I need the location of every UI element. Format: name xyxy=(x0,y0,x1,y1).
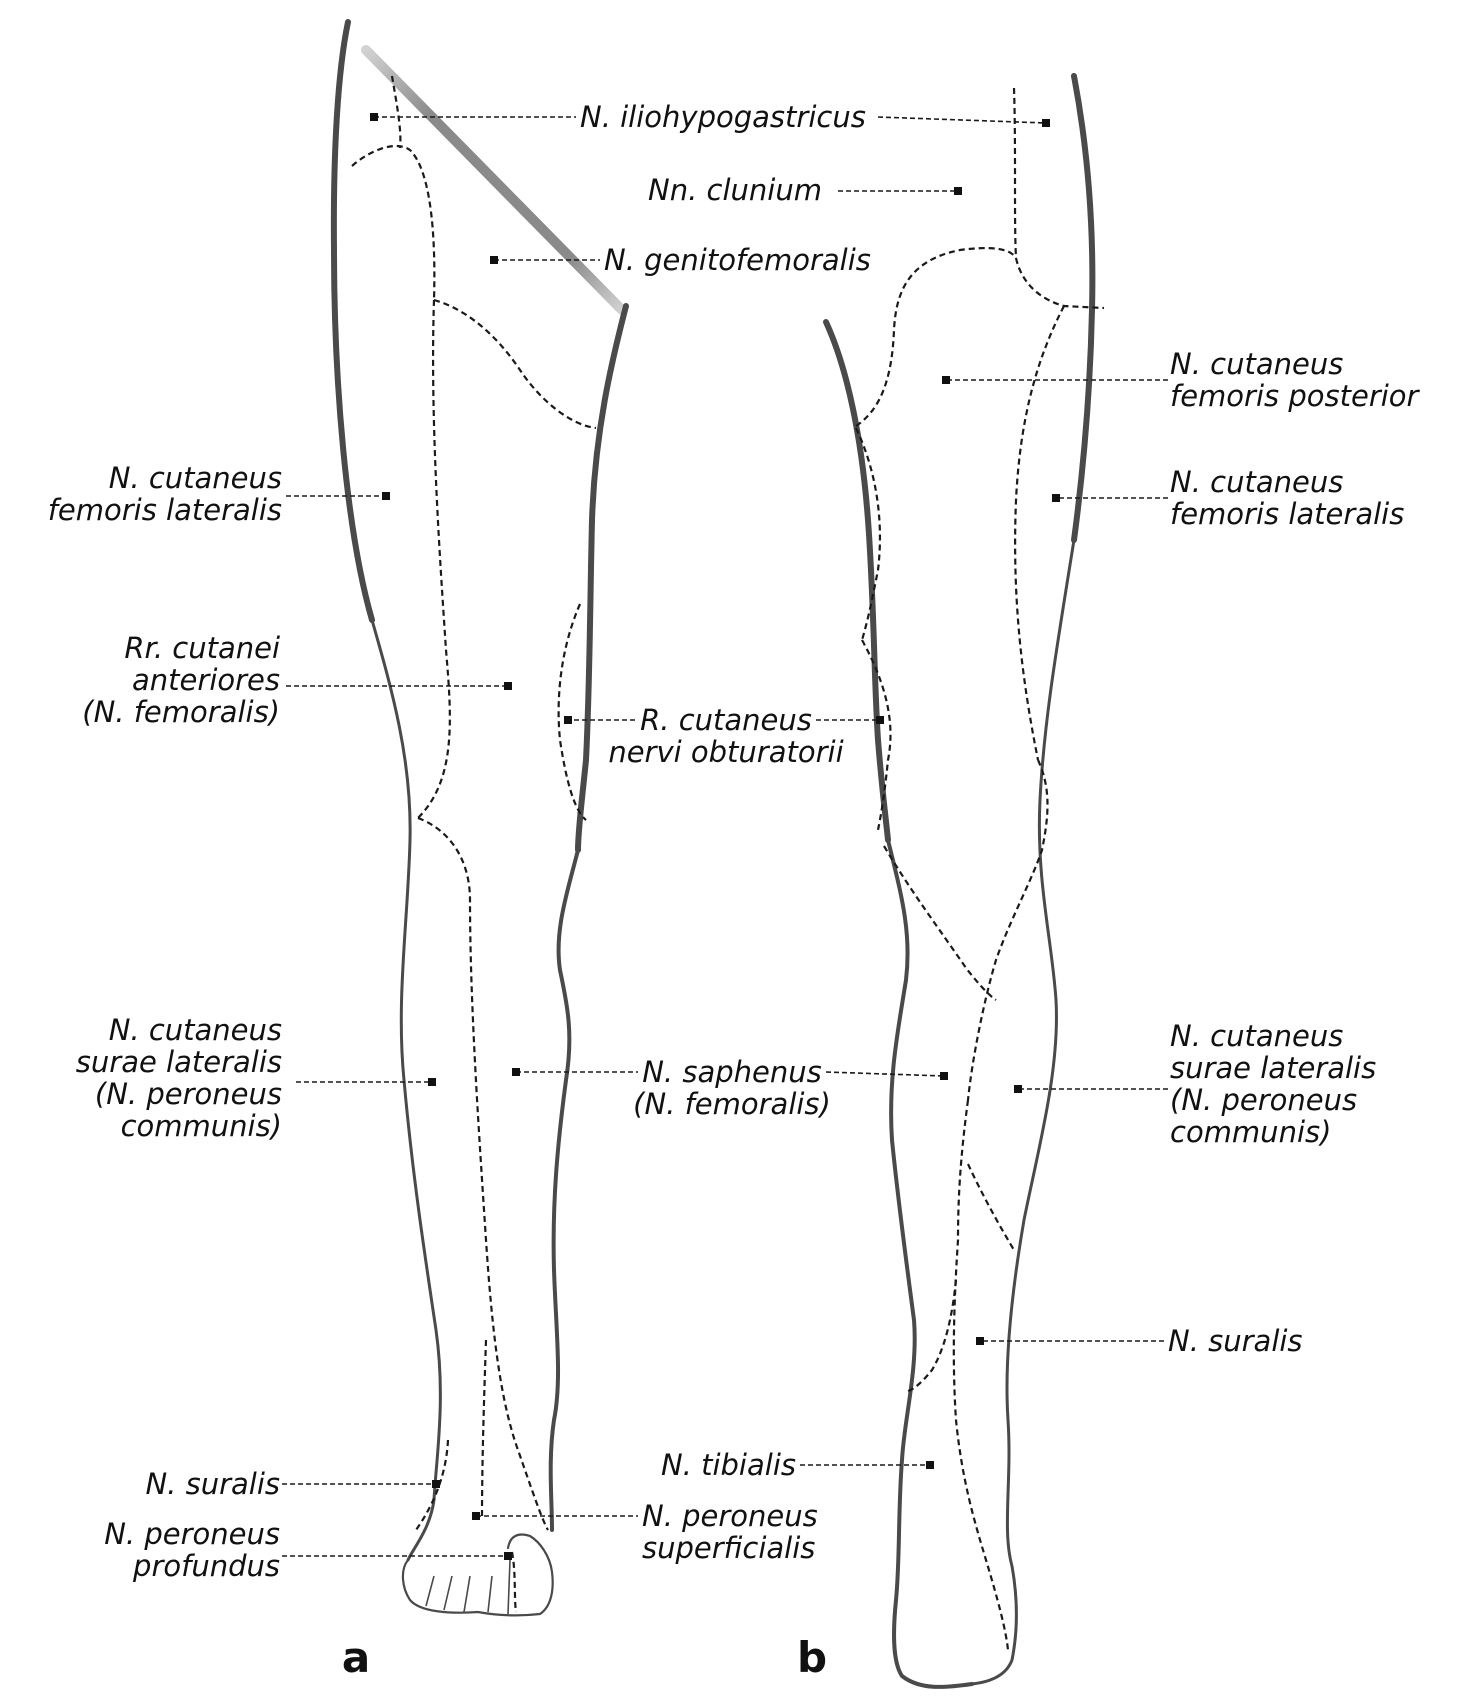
label-rr-cut-ant-line2: anteriores xyxy=(132,663,280,697)
label-rr-cut-ant-line1: Rr. cutanei xyxy=(124,631,280,665)
label-per-sup-line2: superficialis xyxy=(642,1531,815,1565)
marker-genitofemoralis xyxy=(490,256,498,264)
label-obturatorii-line1: R. cutaneus xyxy=(640,703,812,737)
leg-b-outline xyxy=(826,76,1092,1687)
label-cut-surae-b-line2: surae lateralis xyxy=(1170,1051,1376,1085)
panel-label-a: a xyxy=(342,1633,370,1682)
label-cut-surae-b-line3: (N. peroneus xyxy=(1170,1083,1357,1117)
marker-clunium xyxy=(954,187,962,195)
zone-markers xyxy=(370,113,1060,1560)
marker-obturatorii-b xyxy=(876,716,884,724)
marker-rr-cut-ant xyxy=(504,682,512,690)
marker-tibialis xyxy=(926,1461,934,1469)
label-per-sup-line1: N. peroneus xyxy=(642,1499,818,1533)
label-cut-surae-b-line1: N. cutaneus xyxy=(1170,1019,1343,1053)
leader-lines xyxy=(282,117,1168,1556)
leg-a-lateral-lower-contour xyxy=(372,620,440,1560)
leg-a-outline xyxy=(334,22,626,1615)
nerve-labels: N. iliohypogastricus Nn. clunium N. geni… xyxy=(48,100,1421,1583)
leg-a-medial-lower-contour xyxy=(551,850,578,1530)
label-cut-fem-lat-b-line1: N. cutaneus xyxy=(1170,465,1343,499)
label-cut-fem-lat-a-line1: N. cutaneus xyxy=(109,461,282,495)
label-genitofemoralis: N. genitofemoralis xyxy=(604,243,871,277)
label-suralis-a: N. suralis xyxy=(145,1467,280,1501)
marker-obturatorii-a xyxy=(564,716,572,724)
label-cut-fem-post-line2: femoris posterior xyxy=(1170,379,1421,413)
marker-saphenus-b xyxy=(940,1072,948,1080)
leg-a-inguinal-line xyxy=(366,50,622,310)
label-rr-cut-ant-line3: (N. femoralis) xyxy=(82,695,280,729)
marker-iliohypogastricus-b xyxy=(1042,119,1050,127)
marker-cut-fem-post xyxy=(942,376,950,384)
label-cut-surae-b-line4: communis) xyxy=(1170,1115,1331,1149)
marker-cut-surae-a xyxy=(428,1078,436,1086)
label-cut-surae-a-line2: surae lateralis xyxy=(76,1045,282,1079)
marker-cut-fem-lat-a xyxy=(382,492,390,500)
label-clunium: Nn. clunium xyxy=(648,173,822,207)
label-cut-surae-a-line3: (N. peroneus xyxy=(95,1077,282,1111)
marker-per-sup xyxy=(472,1512,480,1520)
label-per-prof-line2: profundus xyxy=(132,1549,280,1583)
label-cut-surae-a-line1: N. cutaneus xyxy=(109,1013,282,1047)
marker-suralis-a xyxy=(432,1480,440,1488)
label-obturatorii-line2: nervi obturatorii xyxy=(608,735,843,769)
label-suralis-b: N. suralis xyxy=(1168,1324,1303,1358)
label-cut-surae-a-line4: communis) xyxy=(121,1109,282,1143)
leg-a-foot-outline xyxy=(403,1535,553,1616)
leg-b-lateral-lower-contour xyxy=(972,540,1074,1684)
marker-suralis-b xyxy=(976,1337,984,1345)
label-tibialis: N. tibialis xyxy=(661,1448,796,1482)
label-saphenus-line2: (N. femoralis) xyxy=(633,1087,831,1121)
marker-cut-surae-b xyxy=(1014,1085,1022,1093)
label-cut-fem-post-line1: N. cutaneus xyxy=(1170,347,1343,381)
marker-iliohypogastricus-a xyxy=(370,113,378,121)
marker-cut-fem-lat-b xyxy=(1052,494,1060,502)
leg-b-medial-lower-contour xyxy=(888,840,972,1687)
label-cut-fem-lat-b-line2: femoris lateralis xyxy=(1170,497,1404,531)
label-iliohypogastricus: N. iliohypogastricus xyxy=(580,100,866,134)
label-cut-fem-lat-a-line2: femoris lateralis xyxy=(48,493,282,527)
label-saphenus-line1: N. saphenus xyxy=(642,1055,822,1089)
marker-saphenus-a xyxy=(512,1068,520,1076)
leg-a-toes xyxy=(426,1560,510,1614)
leg-a-lateral-contour xyxy=(334,22,372,620)
marker-per-prof xyxy=(504,1552,512,1560)
panel-label-b: b xyxy=(797,1633,827,1682)
label-per-prof-line1: N. peroneus xyxy=(104,1517,280,1551)
